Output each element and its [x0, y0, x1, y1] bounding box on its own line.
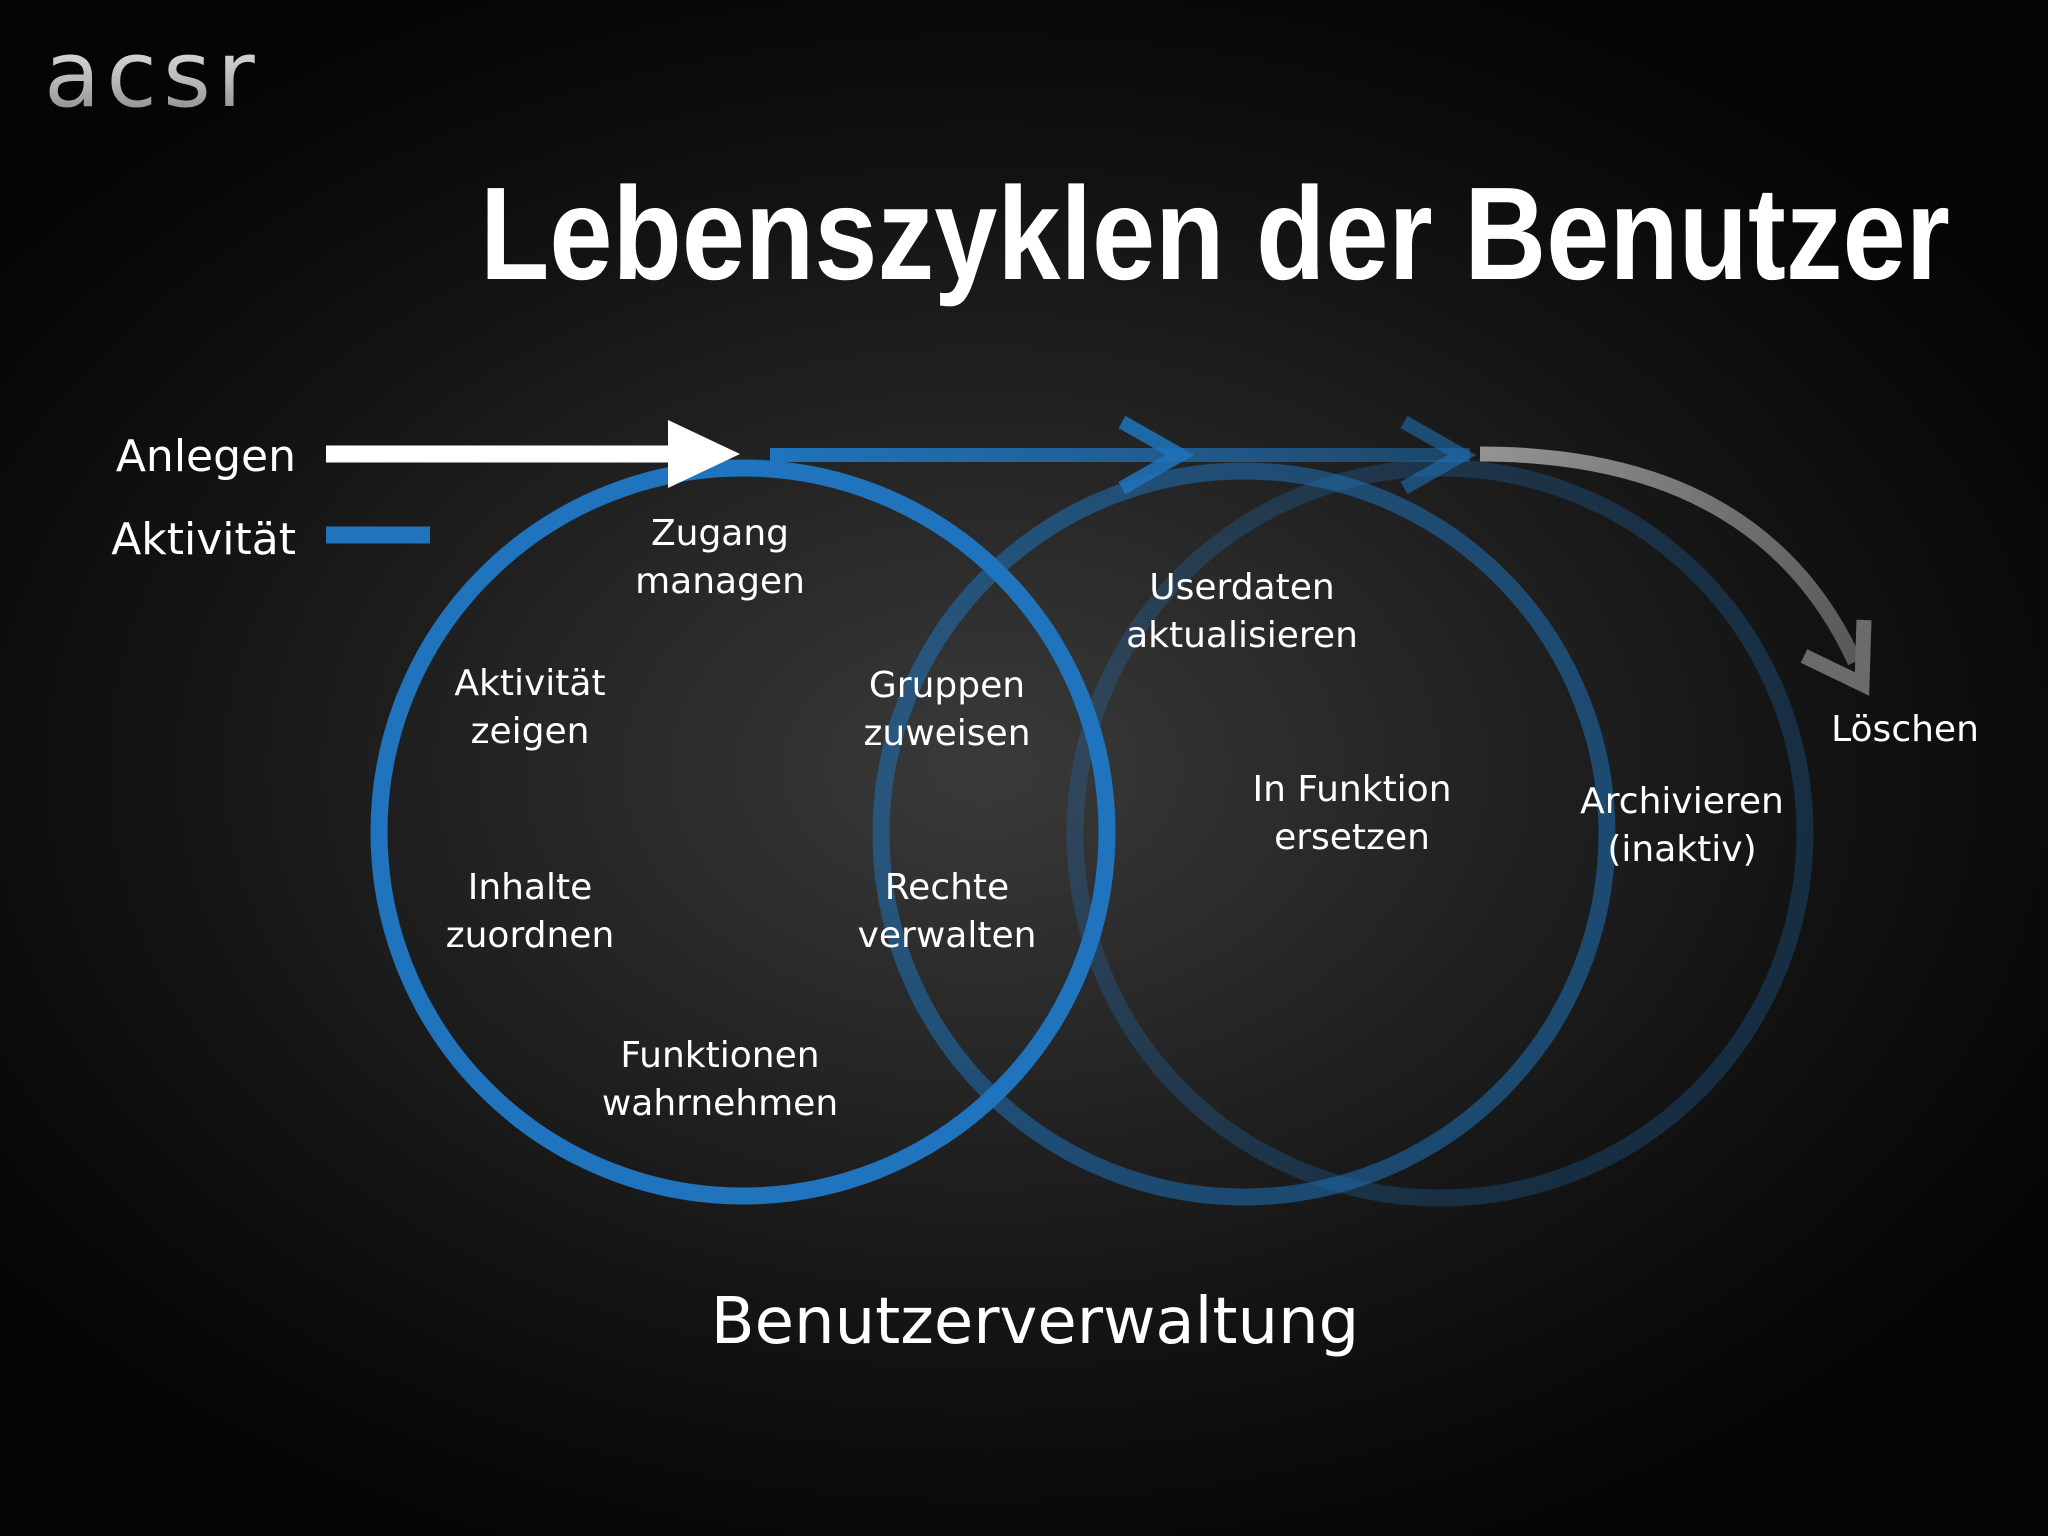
funktionen-line2: wahrnehmen [601, 1083, 839, 1124]
gruppen-line1: Gruppen [868, 665, 1026, 706]
delete-arrowhead [1800, 619, 1872, 696]
lifecycle-circle-1 [370, 459, 1116, 1205]
loeschen-label: Löschen [1810, 706, 2000, 754]
archivieren-line2: (inaktiv) [1607, 829, 1757, 870]
funktion-ersetzen-line1: In Funktion [1252, 769, 1452, 810]
label-aktivitaet-zeigen: Aktivität zeigen [390, 660, 670, 756]
lifecycle-circle-2 [872, 462, 1616, 1206]
label-rechte-verwalten: Rechte verwalten [807, 864, 1087, 960]
label-in-funktion-ersetzen: In Funktion ersetzen [1192, 766, 1512, 862]
rechte-line1: Rechte [884, 867, 1010, 908]
label-zugang-managen: Zugang managen [580, 510, 860, 606]
funktionen-line1: Funktionen [620, 1035, 820, 1076]
progress-chevron-1 [1118, 415, 1195, 495]
logo-text: acsr [44, 28, 261, 128]
rechte-line2: verwalten [857, 915, 1037, 956]
aktivitaet-zeigen-line1: Aktivität [454, 663, 606, 704]
label-inhalte-zuordnen: Inhalte zuordnen [390, 864, 670, 960]
acsr-logo: acsr [44, 28, 261, 128]
page-title: Lebenszyklen der Benutzer [480, 160, 1950, 307]
inhalte-line2: zuordnen [445, 915, 615, 956]
legend-aktivitaet-label: Aktivität [111, 514, 296, 565]
zugang-line1: Zugang [650, 513, 790, 554]
progress-chevron-2 [1400, 415, 1477, 495]
delete-arc [1479, 446, 1862, 666]
inhalte-line1: Inhalte [467, 867, 593, 908]
label-gruppen-zuweisen: Gruppen zuweisen [807, 662, 1087, 758]
userdaten-line2: aktualisieren [1126, 615, 1358, 656]
gruppen-line2: zuweisen [863, 713, 1031, 754]
zugang-line2: managen [635, 561, 805, 602]
anlegen-arrowhead [668, 420, 740, 488]
diagram-subtitle: Benutzerverwaltung [710, 1285, 1360, 1359]
label-archivieren-inaktiv: Archivieren (inaktiv) [1522, 778, 1842, 874]
legend-anlegen-label: Anlegen [115, 431, 296, 482]
archivieren-line1: Archivieren [1580, 781, 1784, 822]
label-userdaten-aktualisieren: Userdaten aktualisieren [1082, 564, 1402, 660]
loeschen-text: Löschen [1831, 709, 1979, 750]
aktivitaet-zeigen-line2: zeigen [470, 711, 590, 752]
userdaten-line1: Userdaten [1149, 567, 1335, 608]
label-funktionen-wahrnehmen: Funktionen wahrnehmen [560, 1032, 880, 1128]
funktion-ersetzen-line2: ersetzen [1274, 817, 1430, 858]
